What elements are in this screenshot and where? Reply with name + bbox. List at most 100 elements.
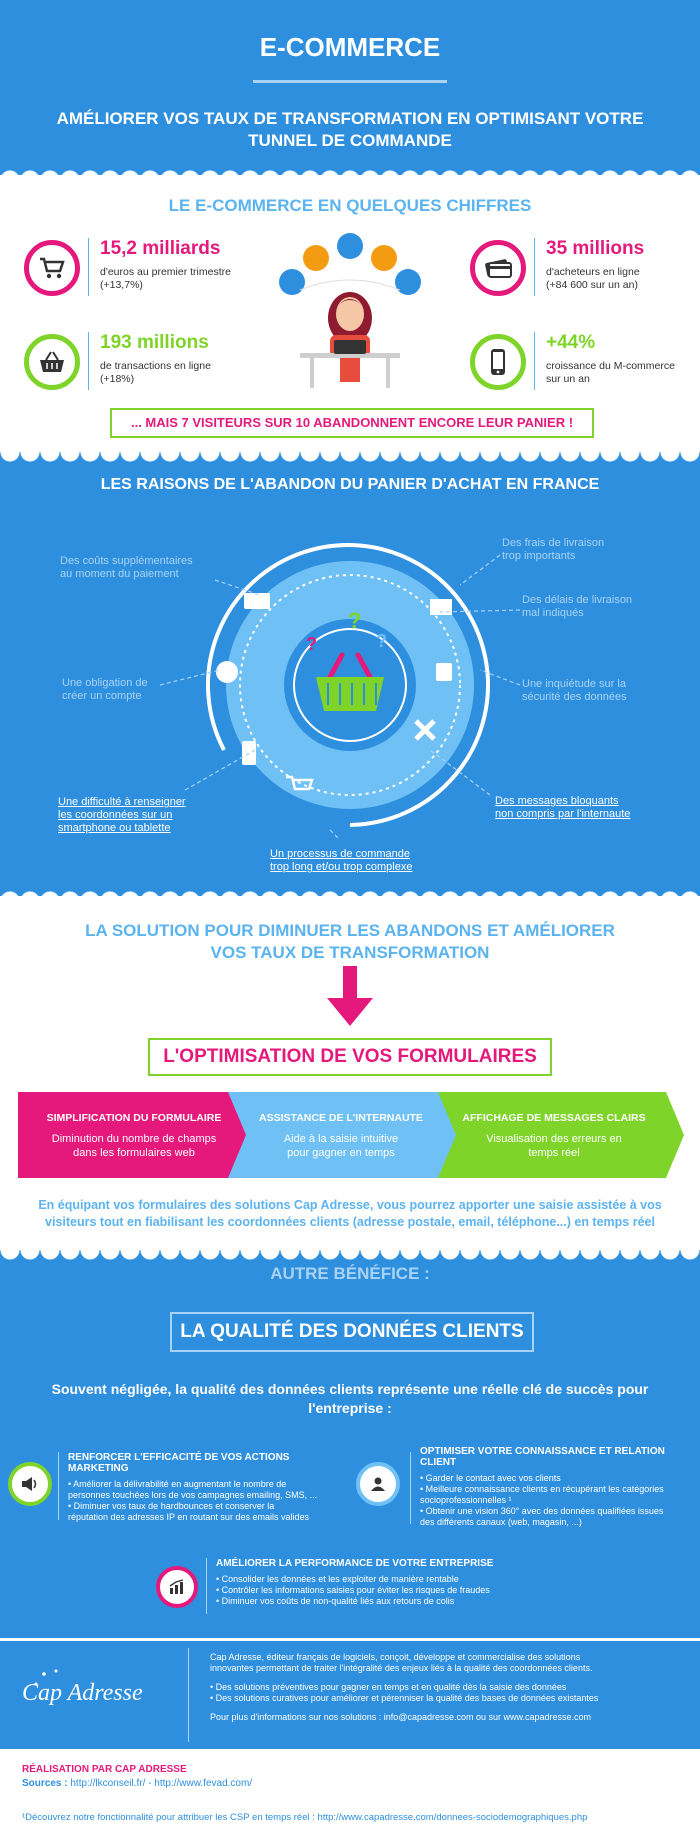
arrow-down-icon: [327, 966, 373, 1026]
step-line: temps réel: [528, 1147, 580, 1159]
wave-divider: [0, 164, 700, 180]
block-bullets: • Consolider les données et les exploite…: [216, 1574, 556, 1607]
step-line: Visualisation des erreurs en: [486, 1133, 622, 1145]
reason-line: Un processus de commande: [270, 848, 411, 860]
step-line: pour gagner en temps: [287, 1147, 395, 1159]
logo-stars-icon: [34, 1669, 58, 1686]
reason-line: smartphone ou tablette: [58, 822, 171, 834]
steps-background: [18, 1092, 684, 1178]
block-title: AMÉLIORER LA PERFORMANCE DE VOTRE ENTREP…: [216, 1558, 494, 1569]
svg-text:?: ?: [348, 608, 361, 633]
svg-text:?: ?: [306, 634, 317, 654]
cart-icon: [24, 240, 80, 296]
box-title: LA QUALITÉ DES DONNÉES CLIENTS: [180, 1321, 524, 1342]
stat-divider: [534, 332, 535, 390]
footer-divider: [188, 1648, 189, 1742]
solution-text: En équipant vos formulaires des solution…: [0, 1197, 700, 1231]
speaker-icon: [8, 1462, 52, 1506]
figures-heading: LE E-COMMERCE EN QUELQUES CHIFFRES: [168, 196, 532, 215]
reason-label: Une difficulté à renseigner les coordonn…: [58, 796, 186, 835]
header-section: [0, 0, 700, 175]
step-title: AFFICHAGE DE MESSAGES CLAIRS: [462, 1112, 646, 1124]
money-icon: [303, 245, 329, 271]
cart-small-icon: [395, 269, 421, 295]
benefit-intro: Souvent négligée, la qualité des données…: [0, 1380, 700, 1418]
bullet-line: des différents canaux (web, magasin, ...…: [420, 1517, 582, 1527]
stat-divider: [88, 238, 89, 296]
stat-line: d'acheteurs en ligne: [546, 266, 640, 278]
stat-number: 35 millions: [546, 238, 645, 259]
block-bullets: • Améliorer la délivrabilité en augmenta…: [68, 1479, 344, 1523]
wave-divider: [0, 885, 700, 901]
data-quality-box: LA QUALITÉ DES DONNÉES CLIENTS: [170, 1312, 534, 1352]
abandon-circle-diagram: ? ? ?: [206, 543, 490, 827]
stat-number: 193 millions: [100, 332, 209, 353]
benefit-section: [0, 1250, 700, 1650]
knowledge-block: OPTIMISER VOTRE CONNAISSANCE ET RELATION…: [420, 1446, 692, 1528]
step-text: Aide à la saisie intuitive pour gagner e…: [236, 1132, 446, 1160]
bullet-line: réputation des adresses IP en routant su…: [68, 1512, 309, 1522]
title-underline: [253, 80, 447, 83]
reason-label: Des coûts supplémentaires au moment du p…: [60, 555, 193, 581]
step-text: Diminution du nombre de champs dans les …: [24, 1132, 244, 1160]
footer-description: Cap Adresse, éditeur français de logicie…: [210, 1652, 690, 1723]
footer-line: • Des solutions curatives pour améliorer…: [210, 1693, 599, 1703]
sources-links[interactable]: http://lkconseil.fr/ - http://www.fevad.…: [67, 1778, 253, 1789]
logo: Cap Adresse: [22, 1669, 172, 1718]
reason-line: Une obligation de: [62, 677, 148, 689]
stat-line: (+18%): [100, 373, 135, 385]
reason-line: mal indiqués: [522, 607, 584, 619]
footer-top-line: [0, 1638, 700, 1641]
page-title: E-COMMERCE: [259, 32, 441, 62]
reason-line: Des messages bloquants: [495, 795, 619, 807]
step-line: dans les formulaires web: [73, 1147, 195, 1159]
stat-line: (+84 600 sur un an): [546, 279, 638, 291]
stat-line: croissance du M-commerce: [546, 360, 675, 372]
reason-label: Un processus de commande trop long et/ou…: [270, 848, 412, 874]
reason-label: Une inquiétude sur la sécurité des donné…: [522, 678, 627, 704]
stat-description: d'euros au premier trimestre (+13,7%): [100, 266, 250, 292]
abandon-callout: ... MAIS 7 VISITEURS SUR 10 ABANDONNENT …: [110, 408, 594, 438]
solution-heading: LA SOLUTION POUR DIMINUER LES ABANDONS E…: [0, 920, 700, 964]
step-simplification: SIMPLIFICATION DU FORMULAIRE Diminution …: [24, 1092, 244, 1178]
footer-line: innovantes permettant de traiter l'intég…: [210, 1663, 593, 1673]
reason-line: sécurité des données: [522, 691, 627, 703]
svg-text:?: ?: [376, 631, 387, 651]
stat-description: de transactions en ligne (+18%): [100, 360, 250, 386]
subtitle-line: TUNNEL DE COMMANDE: [248, 131, 452, 150]
subtitle-line: AMÉLIORER VOS TAUX DE TRANSFORMATION EN …: [56, 109, 644, 128]
logo-text: Cap Adresse: [22, 1680, 143, 1706]
footnote[interactable]: ¹Découvrez notre fonctionnalité pour att…: [22, 1812, 588, 1823]
block-divider: [58, 1452, 59, 1520]
stat-divider: [88, 332, 89, 390]
bullet-line: • Diminuer vos coûts de non-qualité liés…: [216, 1596, 455, 1606]
lock-icon: [436, 663, 452, 681]
footer-line: • Des solutions préventives pour gagner …: [210, 1682, 567, 1692]
block-bullets: • Garder le contact avec vos clients • M…: [420, 1473, 692, 1528]
bullet-line: • Diminuer vos taux de hardbounces et co…: [68, 1501, 275, 1511]
reason-line: Des délais de livraison: [522, 594, 633, 606]
reason-line: non compris par l'internaute: [495, 808, 631, 820]
basket-icon: [24, 334, 80, 390]
reason-label: Des frais de livraison trop importants: [502, 537, 604, 563]
bullet-line: personnes touchées lors de vos campagnes…: [68, 1490, 318, 1500]
close-icon: [414, 719, 436, 741]
block-title: RENFORCER L'EFFICACITÉ DE VOS ACTIONS MA…: [68, 1452, 290, 1474]
stat-line: sur un an: [546, 373, 590, 385]
step-line: Diminution du nombre de champs: [51, 1133, 217, 1145]
bulb-icon: [371, 245, 397, 271]
bullet-line: • Contrôler les informations saisies pou…: [216, 1585, 490, 1595]
bullet-line: • Garder le contact avec vos clients: [420, 1473, 561, 1483]
contact-link[interactable]: Pour plus d'informations sur nos solutio…: [210, 1712, 592, 1722]
performance-block: AMÉLIORER LA PERFORMANCE DE VOTRE ENTREP…: [216, 1558, 556, 1607]
reason-line: trop importants: [502, 550, 576, 562]
reason-line: Des frais de livraison: [502, 537, 605, 549]
marketing-block: RENFORCER L'EFFICACITÉ DE VOS ACTIONS MA…: [68, 1452, 344, 1523]
bullet-line: • Améliorer la délivrabilité en augmenta…: [68, 1479, 287, 1489]
reason-line: trop long et/ou trop complexe: [270, 861, 413, 873]
heading-line: VOS TAUX DE TRANSFORMATION: [210, 943, 490, 962]
user-icon: [216, 661, 238, 683]
stat-line: d'euros au premier trimestre: [100, 266, 231, 278]
block-divider: [410, 1452, 411, 1524]
block-divider: [206, 1558, 207, 1614]
